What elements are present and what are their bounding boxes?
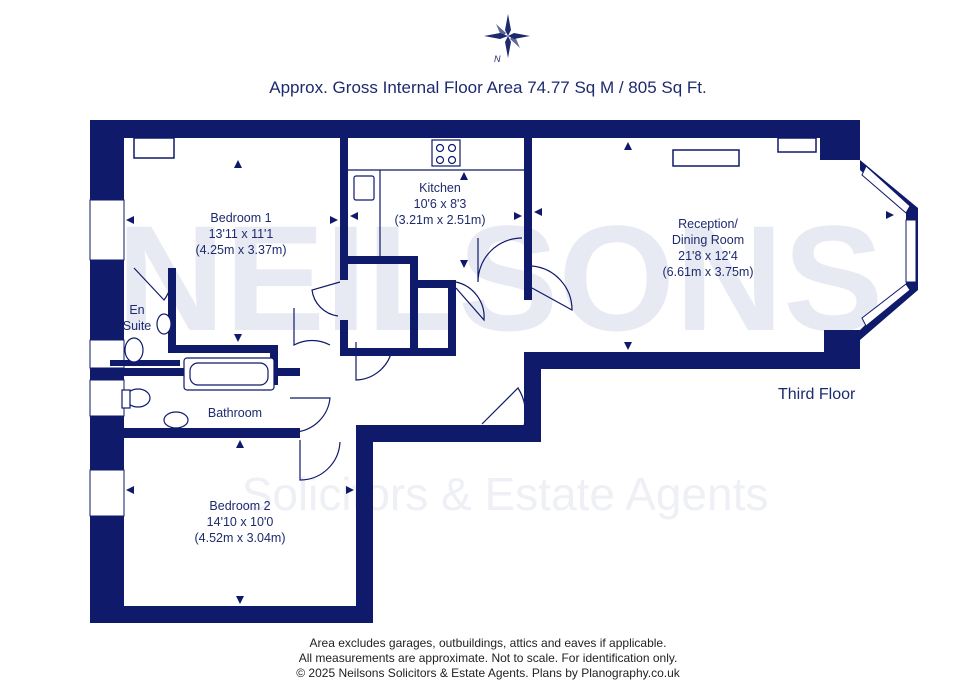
room-label-bedroom1: Bedroom 1 13'11 x 11'1 (4.25m x 3.37m): [186, 210, 296, 258]
ensuite-line1: En: [129, 303, 145, 317]
fittings: [133, 137, 817, 167]
ensuite-toilet-icon: [124, 337, 144, 363]
room-label-ensuite: En Suite: [116, 302, 158, 334]
door-swing-bedroom2: [299, 440, 341, 481]
north-label: N: [494, 54, 501, 64]
bedroom1-name: Bedroom 1: [210, 211, 272, 225]
reception-metric: (6.61m x 3.75m): [662, 265, 754, 279]
door-swing-cupboard-2: [455, 281, 485, 322]
footer-notes: Area excludes garages, outbuildings, att…: [0, 636, 976, 681]
watermark-brand: NEILSONS: [117, 194, 884, 362]
kitchen-fittings: [348, 139, 524, 256]
footer-line1: Area excludes garages, outbuildings, att…: [309, 636, 667, 650]
door-swing-bathroom: [290, 397, 331, 433]
reception-imperial: 21'8 x 12'4: [678, 249, 738, 263]
door-swing-ensuite: [133, 267, 173, 301]
bathroom-fittings: [121, 313, 275, 429]
door-swing-cupboard-1: [311, 281, 341, 317]
bedroom2-imperial: 14'10 x 10'0: [206, 515, 274, 529]
watermark: NEILSONS Solicitors & Estate Agents: [117, 194, 884, 520]
bedroom2-metric: (4.52m x 3.04m): [194, 531, 286, 545]
basin-icon: [163, 411, 189, 429]
door-swing-reception: [531, 265, 573, 312]
room-label-kitchen: Kitchen 10'6 x 8'3 (3.21m x 2.51m): [385, 180, 495, 228]
door-swing-hall: [355, 342, 393, 381]
room-label-bedroom2: Bedroom 2 14'10 x 10'0 (4.52m x 3.04m): [182, 498, 298, 546]
reception-name-line1: Reception/: [678, 217, 738, 231]
footer-line2: All measurements are approximate. Not to…: [298, 651, 678, 665]
floor-label: Third Floor: [778, 386, 856, 403]
sink-icon: [353, 175, 375, 201]
door-swing-kitchen: [477, 237, 523, 283]
door-swing-bedroom1: [293, 308, 331, 347]
watermark-text: Solicitors & Estate Agents: [242, 468, 769, 520]
bathroom-name: Bathroom: [207, 406, 263, 420]
dimension-arrows: [126, 142, 894, 604]
doors: [133, 237, 573, 481]
hob-icon: [431, 139, 461, 167]
room-label-bathroom: Bathroom: [195, 405, 275, 421]
footer-line3: © 2025 Neilsons Solicitors & Estate Agen…: [296, 666, 680, 680]
room-label-reception: Reception/ Dining Room 21'8 x 12'4 (6.61…: [650, 216, 766, 280]
bay-window: [860, 160, 918, 340]
door-swing-hall-2: [481, 387, 527, 427]
kitchen-metric: (3.21m x 2.51m): [394, 213, 486, 227]
ensuite-line2: Suite: [122, 319, 152, 333]
kitchen-imperial: 10'6 x 8'3: [413, 197, 467, 211]
bedroom1-metric: (4.25m x 3.37m): [195, 243, 287, 257]
north-compass-icon: [484, 14, 530, 58]
ensuite-basin-icon: [156, 313, 172, 335]
page-title: Approx. Gross Internal Floor Area 74.77 …: [269, 78, 707, 97]
kitchen-name: Kitchen: [419, 181, 461, 195]
reception-name-line2: Dining Room: [671, 233, 745, 247]
bedroom2-name: Bedroom 2: [209, 499, 271, 513]
windows-left: [89, 199, 125, 517]
bedroom1-imperial: 13'11 x 11'1: [208, 227, 274, 241]
